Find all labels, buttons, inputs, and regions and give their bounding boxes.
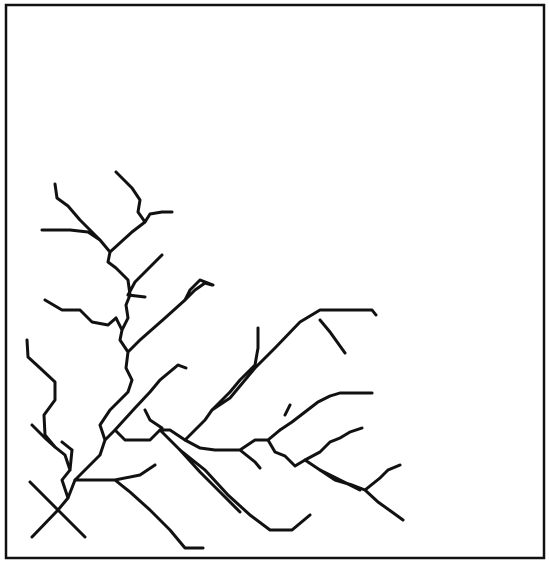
branch-segment-19 [115,430,185,440]
branch-segment-25 [240,450,260,468]
branch-segment-12 [128,295,145,297]
branch-segment-22 [180,450,240,512]
branch-segment-3 [30,482,58,510]
branch-segment-8 [75,318,132,480]
branch-segment-29 [212,310,376,410]
branch-segment-6 [70,450,72,470]
branch-segment-9 [45,300,116,325]
branch-segment-26 [268,428,362,466]
branch-segment-27 [280,393,372,430]
branch-segment-23 [185,328,258,440]
branch-segment-24 [185,430,280,450]
branch-segment-10 [55,184,130,330]
branch-segment-32 [320,470,360,490]
branch-segment-21 [160,430,310,530]
branch-segment-16 [128,283,212,352]
branch-segment-7 [62,442,72,450]
branch-segment-2 [58,510,85,537]
figure-frame [6,5,544,558]
branch-segment-4 [27,340,70,498]
branch-segment-33 [365,490,403,520]
branch-segment-20 [145,410,162,428]
branch-segment-28 [285,405,290,415]
branch-segment-34 [115,480,203,548]
branch-network [27,172,403,548]
branch-segment-35 [115,465,155,480]
branch-segment-15 [116,172,145,222]
branch-segment-13 [128,255,162,295]
branch-segment-30 [320,320,345,353]
